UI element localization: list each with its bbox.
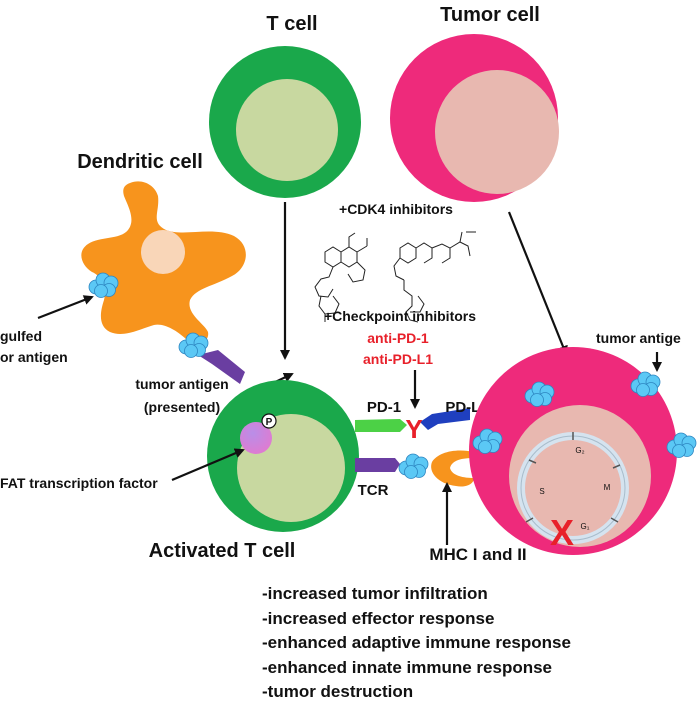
checkpoint-inhibitors-label: +Checkpoint inhibitors bbox=[324, 308, 476, 324]
nfat-transcription-factor bbox=[240, 422, 272, 454]
free-antigen-label: tumor antige bbox=[596, 330, 681, 346]
cycle-s-label: S bbox=[539, 487, 544, 496]
engulfed-antigen-arrow bbox=[37, 295, 94, 320]
engulfed-antigen-label-2: or antigen bbox=[0, 349, 68, 365]
outcome-item: -increased tumor infiltration bbox=[262, 584, 488, 603]
cdk4-inhibitor-structures bbox=[314, 231, 476, 323]
pd1-label: PD-1 bbox=[367, 399, 401, 416]
mhc-bound-antigen bbox=[398, 453, 429, 479]
tcr-label: TCR bbox=[358, 482, 389, 499]
cycle-m-label: M bbox=[604, 483, 611, 492]
cycle-g2-label: G₂ bbox=[575, 446, 584, 455]
outcomes-list: -increased tumor infiltration -increased… bbox=[262, 582, 700, 705]
dendritic-cell-label: Dendritic cell bbox=[77, 151, 203, 173]
outcome-item: -tumor destruction bbox=[262, 682, 414, 701]
presented-antigen-label-2: (presented) bbox=[144, 399, 220, 415]
activated-t-cell-label: Activated T cell bbox=[149, 540, 296, 562]
outcome-item: -increased effector response bbox=[262, 608, 495, 628]
nfat-label: FAT transcription factor bbox=[0, 475, 158, 491]
tumor-cell bbox=[390, 34, 559, 202]
tumor-cell-label: Tumor cell bbox=[440, 4, 540, 26]
anti-pd1-label: anti-PD-1 bbox=[367, 330, 429, 346]
cycle-block-mark: X bbox=[550, 512, 574, 553]
mhc-label: MHC I and II bbox=[429, 545, 526, 564]
phospho-label: P bbox=[266, 417, 273, 428]
dendritic-cell bbox=[81, 181, 246, 344]
tcr-receptor bbox=[355, 458, 400, 472]
phospho-group bbox=[261, 413, 277, 429]
cell-cycle-ring bbox=[517, 432, 629, 544]
tumor-progression-arrow bbox=[507, 211, 568, 356]
presented-antigen-label-1: tumor antigen bbox=[135, 376, 228, 392]
nfat-arrow bbox=[171, 448, 245, 482]
outcome-item: -enhanced innate immune response bbox=[262, 657, 553, 677]
cdk4-inhibitors-label: +CDK4 inhibitors bbox=[339, 201, 453, 217]
t-cell bbox=[209, 46, 361, 198]
pdl1-ligand bbox=[420, 408, 470, 430]
outcome-item: -enhanced adaptive immune response bbox=[262, 633, 571, 652]
mhc-molecule bbox=[431, 450, 474, 487]
pd1-receptor bbox=[355, 419, 407, 432]
engulfed-antigen-label-1: gulfed bbox=[0, 328, 42, 344]
cycle-g1-label: G₁ bbox=[581, 522, 590, 531]
dendritic-presenting-receptor bbox=[198, 350, 245, 384]
checkpoint-antibody: Y bbox=[405, 414, 422, 444]
t-cell-label: T cell bbox=[266, 13, 317, 35]
anti-pdl1-label: anti-PD-L1 bbox=[363, 351, 433, 367]
engulfed-antigen bbox=[88, 272, 119, 298]
